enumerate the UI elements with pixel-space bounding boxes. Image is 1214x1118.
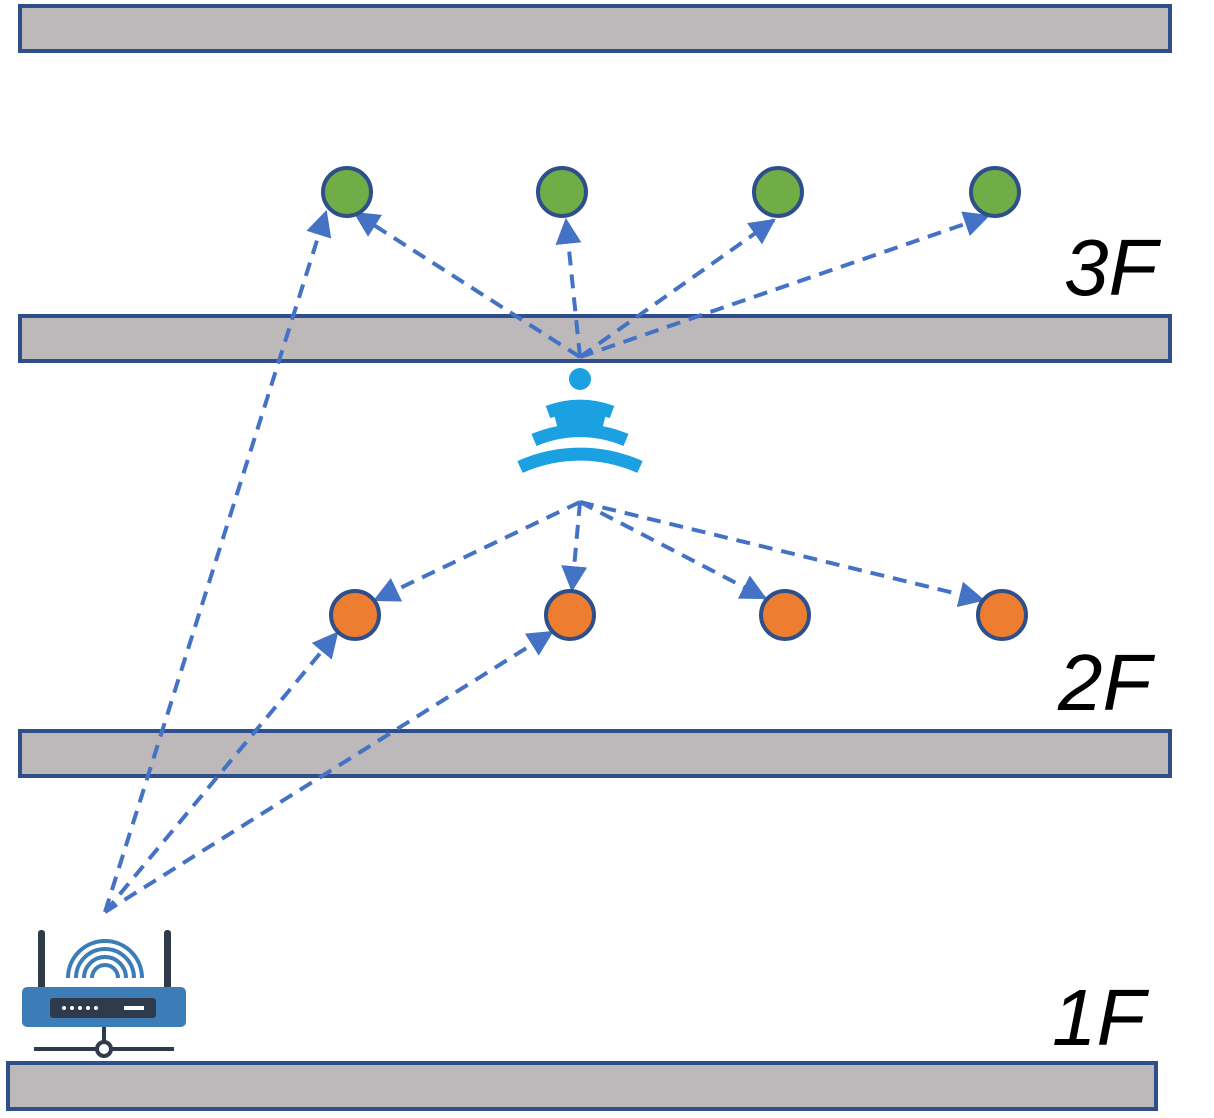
3f-node-4: [969, 166, 1021, 218]
2f-node-2: [544, 589, 596, 641]
slab-between-1f-2f: [18, 729, 1172, 778]
ground-slab: [6, 1061, 1158, 1111]
link-router-to-2f-node-1: [103, 631, 339, 914]
link-router-to-2f-node-2: [103, 630, 554, 914]
link-ap-to-3f-node-3: [578, 218, 776, 359]
wifi-signal-icon: [517, 368, 643, 473]
3f-node-1: [321, 166, 373, 218]
link-router-to-3f-node-1: [103, 209, 332, 913]
floor-label-2f: 2F: [1057, 638, 1155, 727]
link-ap-to-2f-node-3: [579, 500, 767, 600]
2f-node-3: [759, 589, 811, 641]
floor-label-1f: 1F: [1052, 973, 1149, 1062]
ceiling-slab: [18, 4, 1172, 53]
3f-node-2: [536, 166, 588, 218]
wireless-router-icon: [22, 930, 186, 1058]
link-ap-to-3f-node-4: [579, 211, 991, 359]
2f-node-1: [329, 589, 381, 641]
link-ap-to-2f-node-4: [579, 500, 986, 608]
link-ap-to-2f-node-1: [373, 500, 581, 602]
slab-between-2f-3f: [18, 314, 1172, 363]
3f-node-3: [752, 166, 804, 218]
link-ap-to-2f-node-2: [561, 501, 588, 593]
2f-node-4: [976, 589, 1028, 641]
floor-label-3f: 3F: [1064, 223, 1161, 312]
